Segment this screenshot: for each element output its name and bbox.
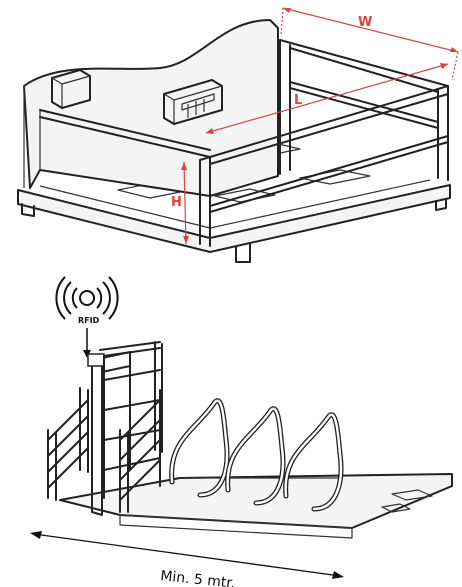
u-hoop-2 [225, 406, 286, 506]
entry-corridor-illustration: Min. 5 mtr. [30, 341, 453, 587]
long-frame-mid-rail [209, 135, 449, 213]
long-frame-posts [199, 157, 211, 247]
right-fence [119, 389, 161, 513]
side-frame-mid-rail [289, 81, 439, 129]
end-plate-slot-1 [391, 489, 433, 501]
end-plate-slot-2 [381, 503, 411, 513]
height-label: H [171, 195, 182, 210]
side-frame-posts [279, 39, 449, 181]
wall-rail-lower [39, 116, 211, 158]
entry-gate [99, 341, 163, 499]
enclosure-floor [17, 184, 451, 253]
enclosure-foot-left [21, 203, 35, 217]
u-hoop-1 [169, 398, 230, 498]
wall-rail-upper [39, 109, 211, 151]
back-wall [23, 19, 279, 197]
left-fence [47, 387, 89, 501]
rfid-arrow [83, 350, 91, 358]
display-unit [163, 79, 223, 125]
enclosure-foot-center [235, 243, 251, 263]
side-frame-top-rail [279, 39, 449, 93]
length-label: L [294, 93, 302, 108]
corridor-floor-edge [119, 514, 353, 539]
width-label: W [358, 15, 372, 30]
rfid-label: RFID [78, 316, 100, 325]
enclosure-foot-right [435, 198, 447, 211]
min-length-dimension: Min. 5 mtr. [30, 531, 344, 587]
u-hoop-3 [283, 412, 344, 512]
junction-box [51, 69, 91, 109]
long-frame-top-rail [199, 85, 449, 165]
min-length-label: Min. 5 mtr. [160, 568, 236, 587]
enclosure-illustration: W L H [17, 7, 459, 263]
dimension-width: W [280, 7, 459, 81]
dimension-length: L [205, 63, 449, 134]
rfid-reader [87, 353, 105, 367]
rfid-antenna-icon: RFID [55, 276, 119, 358]
dimension-height: H [171, 161, 189, 245]
